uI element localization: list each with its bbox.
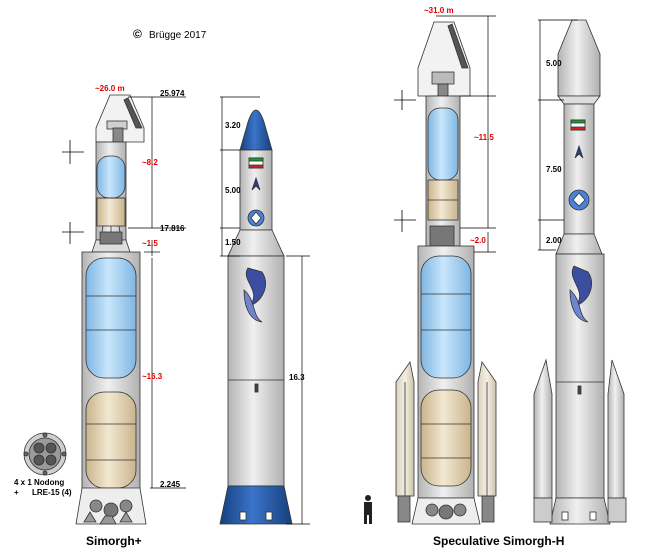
level-bottom-label: 2.245 [160,480,181,489]
center-of-gravity-markers-right [394,90,416,232]
simorgh-plus-dimensions [128,96,186,489]
center-of-gravity-markers-left [62,140,84,244]
person-scale-icon [364,495,372,524]
segment-upper-label: ~8.2 [142,158,158,167]
engine-cluster-icon [23,432,67,476]
simorgh-h-dim-fairing: 5.00 [546,59,562,68]
simorgh-plus-profile [219,109,293,525]
profile-dim-upper: 5.00 [225,186,241,195]
segment-interstage-label: ~1.5 [142,239,158,248]
engine-note-line2: LRE-15 (4) [32,488,72,497]
simorgh-h-caption: Speculative Simorgh-H [433,534,564,548]
simorgh-h-segment-interstage: ~2.0 [470,236,486,245]
segment-first-stage-label: ~16.3 [142,372,163,381]
engine-note-line1: 4 x 1 Nodong [14,478,64,487]
simorgh-h-dim-adapter: 2.00 [546,236,562,245]
simorgh-h-dimensions [436,15,496,253]
level-interstage-label: 17.816 [160,224,185,233]
level-top-label: 25.974 [160,89,185,98]
emblem-icon [251,176,261,191]
profile-dim-adapter: 1.50 [225,238,241,247]
profile-dim-fairing: 3.20 [225,121,241,130]
simorgh-h-profile [533,19,627,525]
simorgh-plus-caption: Simorgh+ [86,534,142,548]
simorgh-h-total-height: ~31.0 m [424,6,454,15]
engine-note-plus: + [14,488,19,497]
copyright-symbol: © [133,27,142,41]
simorgh-plus-total-height: ~26.0 m [95,84,125,93]
simorgh-plus-profile-dims [220,96,310,525]
simorgh-h-profile-dims [538,19,578,251]
simorgh-h-dim-upper: 7.50 [546,165,562,174]
simorgh-h-cutaway [395,21,497,525]
simorgh-h-segment-upper: ~11.5 [474,133,494,142]
copyright-text: Brügge 2017 [149,30,207,41]
simorgh-plus-cutaway [75,94,147,525]
profile-dim-first-stage: 16.3 [289,373,305,382]
